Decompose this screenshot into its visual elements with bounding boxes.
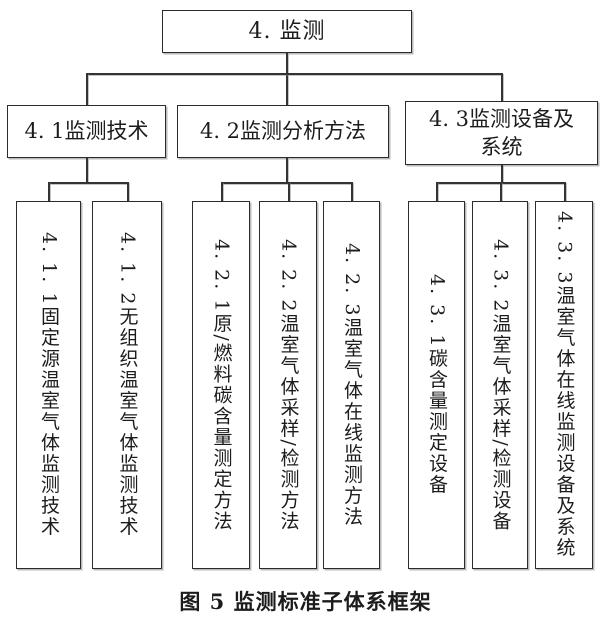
connector-stub-4-3-2 — [500, 182, 502, 201]
node-4-1-label: 4. 1监测技术 — [24, 119, 149, 144]
connector-stub-4-2-1 — [221, 182, 223, 201]
node-4-2-2: 4. 2. 2温室气体采样/检测方法 — [259, 201, 317, 569]
node-4-3-2-label: 4. 3. 2温室气体采样/检测设备 — [489, 238, 512, 532]
connector-root-vertical — [286, 53, 288, 105]
connector-stub-4-3-3 — [564, 182, 566, 201]
connector-stub-4-1 — [86, 73, 88, 105]
node-4-2: 4. 2监测分析方法 — [177, 105, 389, 158]
connector-4-3-vertical — [501, 165, 503, 183]
node-4-3-1: 4. 3. 1碳含量测定设备 — [408, 201, 465, 569]
figure-caption: 图 5 监测标准子体系框架 — [179, 589, 432, 614]
node-4-2-label: 4. 2监测分析方法 — [199, 119, 367, 144]
node-4-3-2: 4. 3. 2温室气体采样/检测设备 — [472, 201, 528, 569]
node-4-1-2-label: 4. 1. 2无组织温室气体监测技术 — [116, 232, 139, 538]
connector-4-2-vertical — [286, 158, 288, 183]
node-4-3-3-label: 4. 3. 3温室气体在线监测设备及系统 — [553, 211, 576, 559]
node-4-3: 4. 3监测设备及 系统 — [405, 101, 598, 165]
connector-stub-4-2-3 — [351, 182, 353, 201]
node-4-2-1-label: 4. 2. 1原/燃料碳含量测定方法 — [210, 238, 233, 532]
connector-4-1-vertical — [86, 158, 88, 183]
connector-4-1-horizontal — [48, 182, 128, 184]
connector-stub-4-3-1 — [436, 182, 438, 201]
node-4-1: 4. 1监测技术 — [7, 105, 166, 158]
connector-4-2-horizontal — [221, 182, 352, 184]
node-4-1-1: 4. 1. 1固定源温室气体监测技术 — [16, 201, 81, 569]
node-4-2-1: 4. 2. 1原/燃料碳含量测定方法 — [192, 201, 250, 569]
node-4-1-2: 4. 1. 2无组织温室气体监测技术 — [92, 201, 162, 569]
connector-top-horizontal — [86, 73, 502, 75]
connector-stub-4-2-2 — [288, 182, 290, 201]
node-4-3-label: 4. 3监测设备及 系统 — [428, 106, 575, 159]
node-4-3-3: 4. 3. 3温室气体在线监测设备及系统 — [535, 201, 593, 569]
node-4-2-3-label: 4. 2. 3温室气体在线监测方法 — [341, 242, 363, 528]
node-4-2-2-label: 4. 2. 2温室气体采样/检测方法 — [277, 238, 300, 532]
connector-stub-4-1-2 — [127, 182, 129, 201]
node-4-2-3: 4. 2. 3温室气体在线监测方法 — [323, 201, 380, 569]
connector-stub-4-3 — [501, 73, 503, 101]
node-4-1-1-label: 4. 1. 1固定源温室气体监测技术 — [38, 232, 60, 538]
connector-stub-4-1-1 — [48, 182, 50, 201]
node-root-label: 4. 监测 — [248, 18, 326, 44]
node-4-3-1-label: 4. 3. 1碳含量测定设备 — [426, 274, 448, 496]
node-root: 4. 监测 — [162, 10, 412, 53]
